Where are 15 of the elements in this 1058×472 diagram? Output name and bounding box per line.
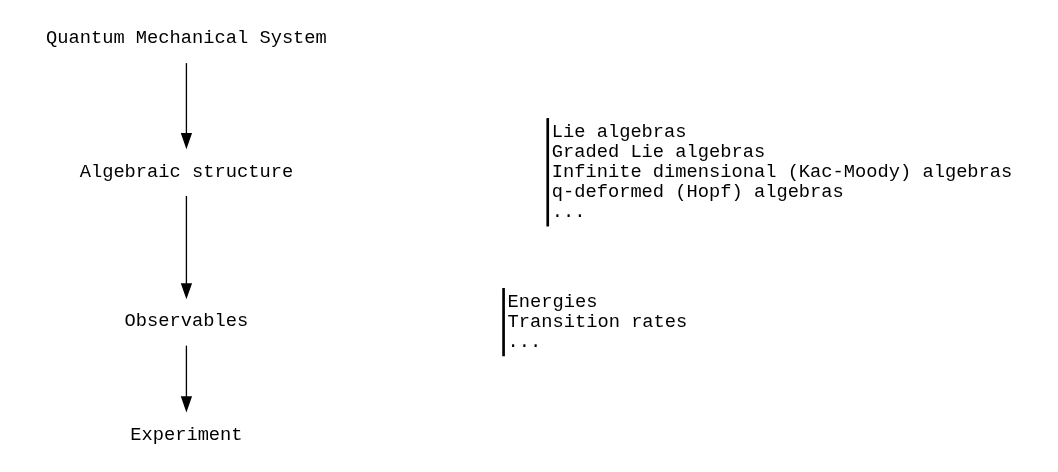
node-text: Algebraic structure xyxy=(79,160,294,183)
arrow xyxy=(180,344,193,412)
node-label: Transition rates xyxy=(507,310,688,333)
node-text: Quantum Mechanical System xyxy=(46,26,327,49)
node-label: q-deformed (Hopf) algebras xyxy=(551,180,844,203)
node-label: Lie algebras xyxy=(551,120,687,143)
node-text: Experiment xyxy=(130,423,243,446)
arrow xyxy=(180,61,193,149)
node-text: Observables xyxy=(124,309,249,332)
node-label: Infinite dimensional (Kac-Moody) algebras xyxy=(551,160,1013,183)
node-label: Graded Lie algebras xyxy=(551,140,766,163)
arrow xyxy=(180,194,193,299)
node-label: Energies xyxy=(507,290,598,313)
node-label: ... xyxy=(551,200,586,223)
node-label: ... xyxy=(507,330,542,353)
